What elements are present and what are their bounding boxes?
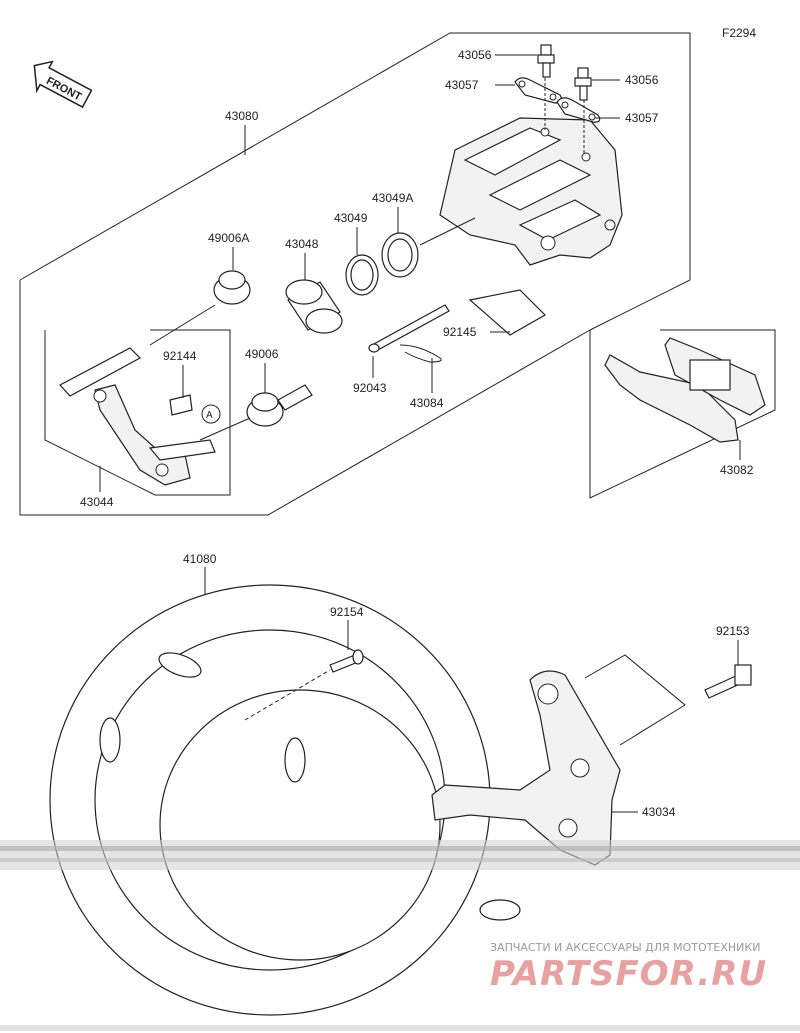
label-43048: 43048 (285, 237, 319, 251)
label-49006: 49006 (245, 347, 279, 361)
clip-43084 (399, 344, 442, 363)
disc-bolt-92154 (329, 649, 364, 673)
boot (246, 384, 313, 427)
piston (285, 279, 343, 334)
pad-assembly (604, 337, 766, 443)
label-43080: 43080 (225, 109, 259, 123)
brake-disc (49, 584, 521, 1016)
label-43044: 43044 (80, 495, 114, 509)
callout-a (201, 404, 221, 424)
label-43057-right: 43057 (625, 111, 659, 125)
label-43034: 43034 (642, 805, 676, 819)
bleed-valve-right (574, 67, 592, 101)
scan-noise-band (0, 840, 800, 1031)
label-92144: 92144 (163, 349, 197, 363)
label-92043: 92043 (353, 381, 387, 395)
label-43082: 43082 (720, 463, 754, 477)
label-43049: 43049 (334, 211, 368, 225)
caliper-body (419, 117, 623, 266)
label-41080: 41080 (183, 552, 217, 566)
bracket-bolt-92153 (704, 664, 752, 699)
label-92154: 92154 (330, 605, 364, 619)
label-43056-right: 43056 (625, 73, 659, 87)
cap-left (514, 77, 563, 104)
spring-92144 (169, 394, 193, 416)
bracket (59, 347, 216, 486)
cap-right (556, 97, 601, 123)
boot-a (213, 270, 251, 305)
svg-text:A: A (206, 410, 213, 421)
label-43057-left: 43057 (445, 78, 479, 92)
label-92145: 92145 (443, 325, 477, 339)
front-arrow-icon: FRONT (33, 60, 93, 109)
pin-92043 (368, 304, 450, 353)
label-92153: 92153 (716, 624, 750, 638)
bleed-valve-left (537, 44, 555, 78)
diagram-code: F2294 (722, 26, 756, 40)
watermark-subtitle: ЗАПЧАСТИ И АКСЕССУАРЫ ДЛЯ МОТОТЕХНИКИ (490, 941, 760, 954)
label-43049a: 43049A (372, 191, 413, 205)
label-49006a: 49006A (208, 231, 249, 245)
pad-group-outline (589, 329, 776, 499)
caliper-group-outline (19, 32, 691, 331)
caliper-bracket (431, 670, 621, 866)
watermark-brand: PARTSFOR.RU (490, 954, 767, 994)
label-43084: 43084 (410, 396, 444, 410)
pad-spring-92145 (468, 289, 546, 336)
bracket-group-outline (44, 329, 231, 496)
label-43056-left: 43056 (458, 48, 492, 62)
